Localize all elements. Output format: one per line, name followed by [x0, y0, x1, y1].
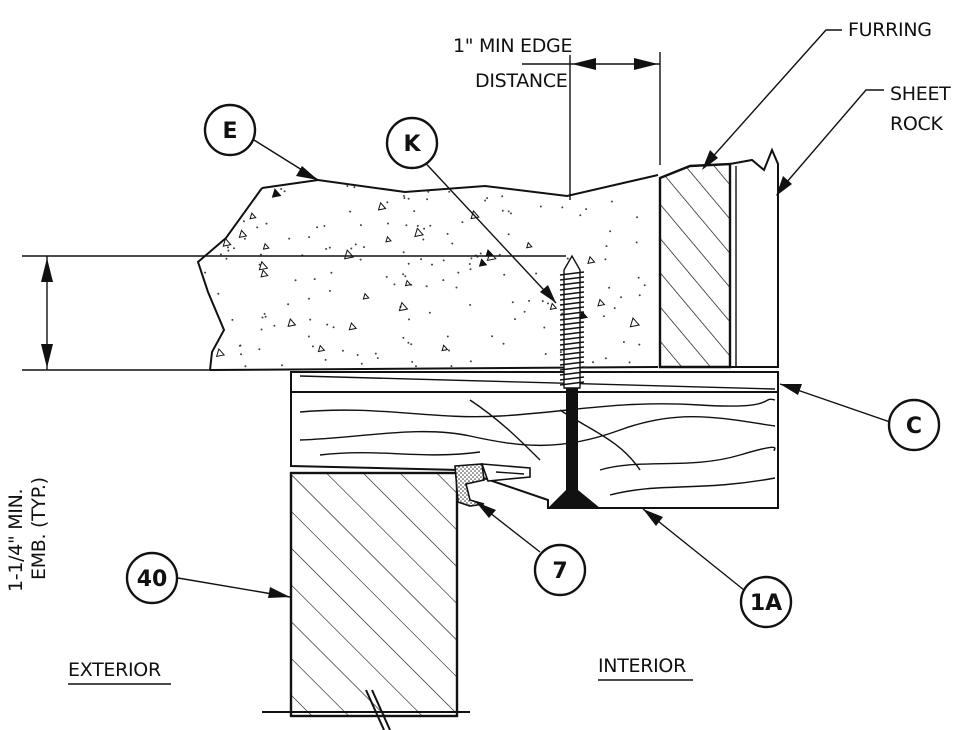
sheet-rock-label-line2: ROCK [890, 113, 944, 135]
callout-1a-label: 1A [750, 591, 782, 616]
concrete-aggregate [204, 181, 646, 368]
sealant-bead [454, 463, 531, 507]
leader-lines [177, 29, 891, 598]
concrete-slab [196, 174, 659, 371]
anchor-screw [548, 254, 600, 508]
callout-7: 7 [533, 543, 587, 597]
edge-distance-label-line2: DISTANCE [475, 70, 568, 92]
callout-c-label: C [906, 414, 922, 439]
embedment-label-line1: 1-1/4" MIN. [5, 489, 27, 592]
embedment-label-line2: EMB. (TYP.) [28, 477, 50, 580]
callout-e-label: E [222, 119, 237, 144]
callout-k: K [385, 116, 439, 170]
embedment-dimension [22, 255, 566, 371]
callout-k-label: K [403, 132, 421, 157]
callout-40: 40 [125, 551, 179, 605]
callout-1a: 1A [739, 575, 793, 629]
callout-7-label: 7 [552, 559, 567, 584]
edge-distance-dimension [522, 52, 661, 200]
callout-c: C [887, 398, 941, 452]
callout-e: E [203, 103, 257, 157]
window-frame-block [262, 471, 470, 730]
interior-label: INTERIOR [598, 655, 686, 677]
shim-layer [290, 371, 779, 393]
furring-strip [658, 162, 732, 369]
sheet-rock [729, 147, 779, 368]
furring-label: FURRING [848, 19, 932, 41]
callout-40-label: 40 [137, 567, 168, 592]
sheet-rock-label-line1: SHEET [890, 83, 951, 105]
edge-distance-label-line1: 1" MIN EDGE [453, 35, 572, 57]
screw-threads [559, 271, 585, 386]
exterior-label: EXTERIOR [68, 659, 161, 681]
wood-sill [290, 391, 779, 509]
